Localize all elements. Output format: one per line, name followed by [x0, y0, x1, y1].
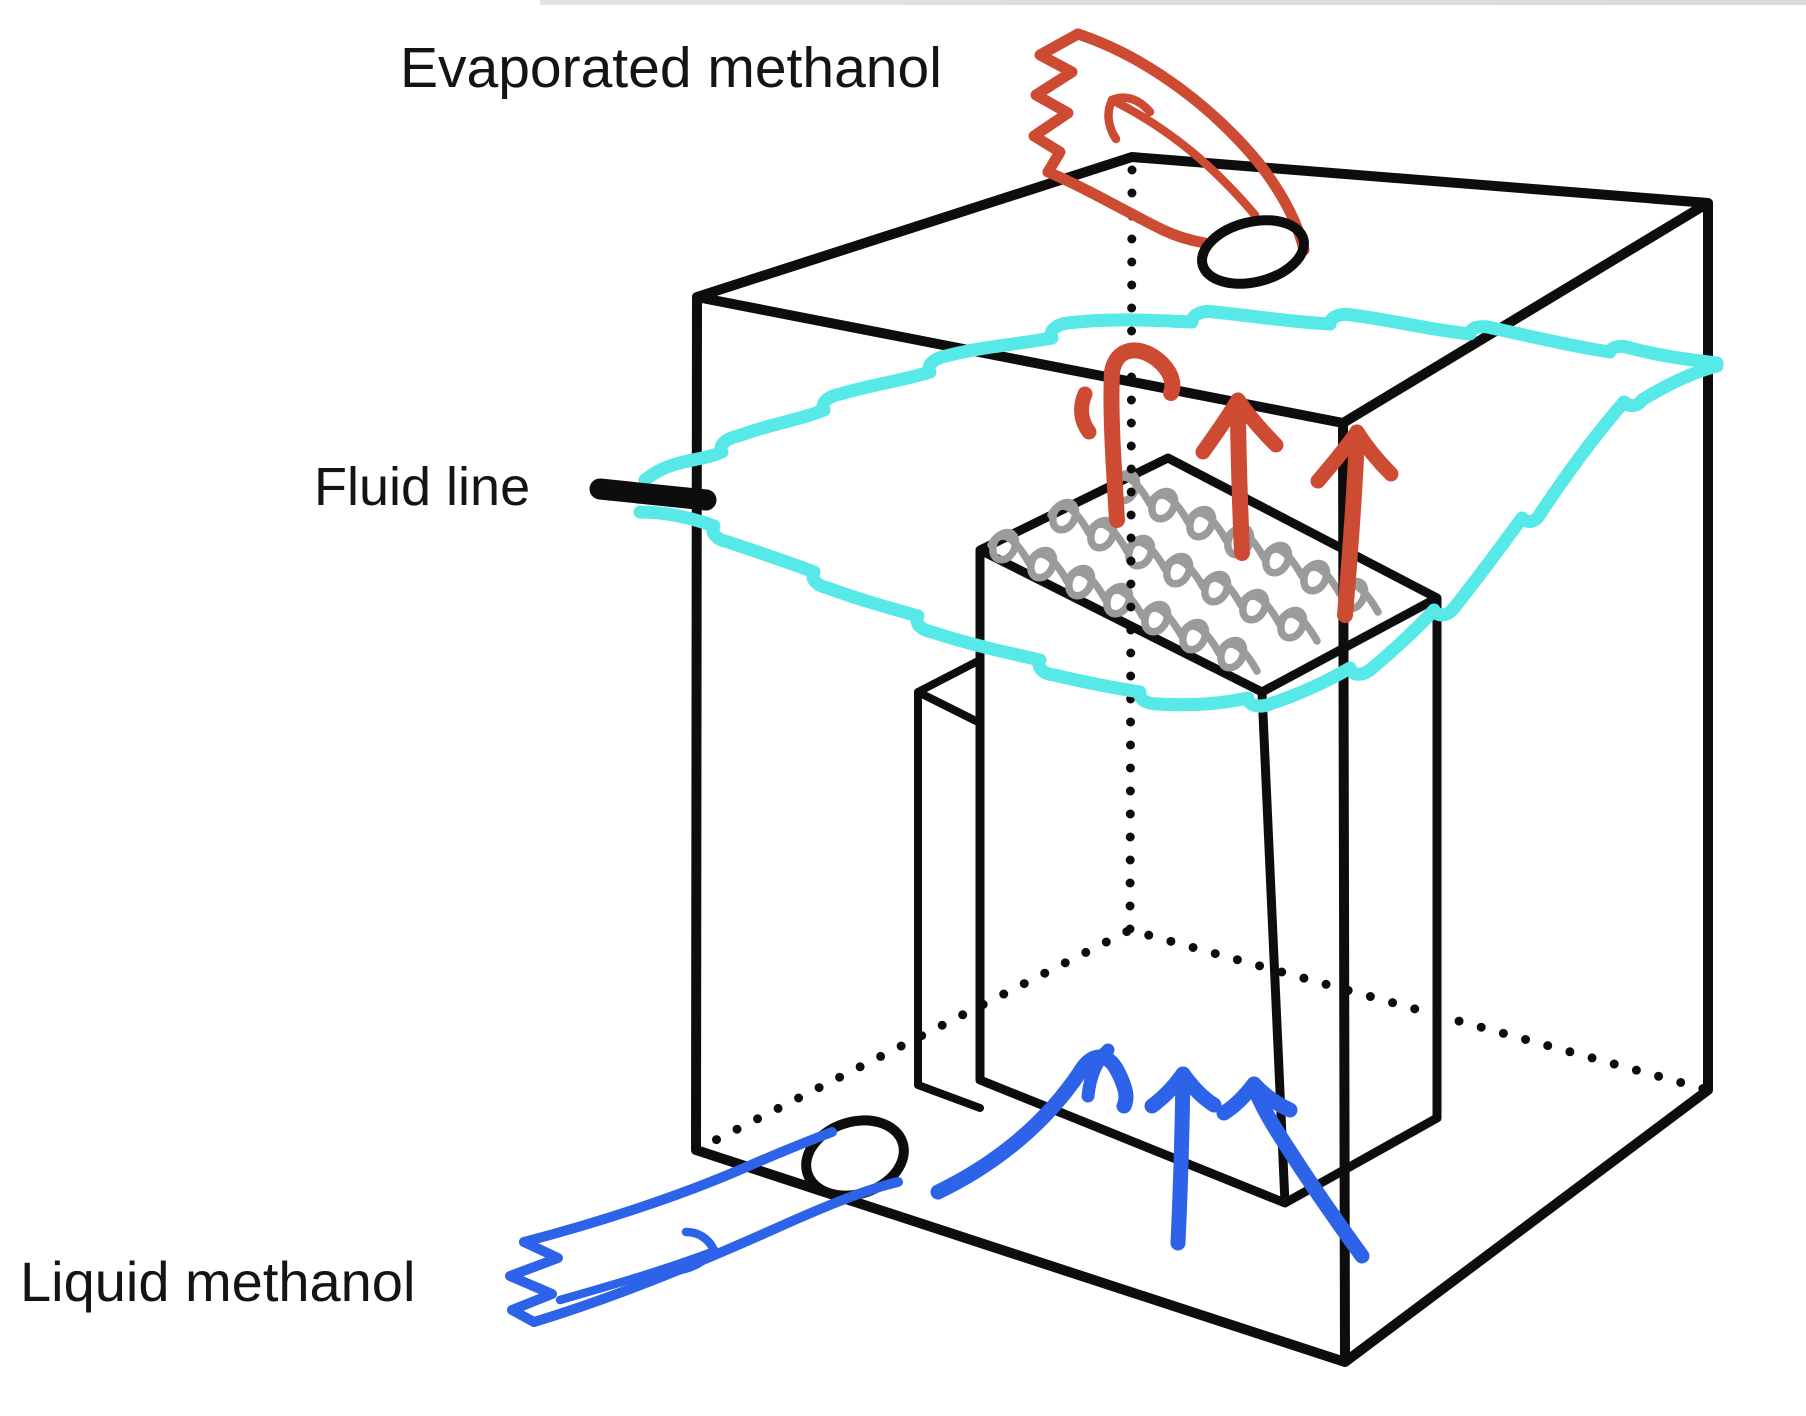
ribbon-inner-arrow-barb: [681, 1227, 719, 1255]
wick-hatching: [987, 469, 1382, 675]
liquid-arrow-barb: [1175, 1066, 1222, 1113]
liquid-flow-ribbon: [505, 1127, 903, 1327]
liquid-methanol-label: Liquid methanol: [20, 1250, 416, 1313]
vapor-arrow-shaft: [1337, 426, 1365, 623]
screenshot-edge-artifact: [540, 0, 1806, 5]
fluid-line-label: Fluid line: [314, 457, 531, 517]
ribbon-zigzag-tail: [505, 1237, 563, 1327]
ribbon-inner-arrow-barb: [1104, 95, 1121, 144]
tank-hidden-edges: [691, 165, 1713, 1155]
evaporated-methanol-label: Evaporated methanol: [400, 36, 942, 100]
liquid-arrow-barb: [1081, 1043, 1115, 1103]
fluid-line-lower-edge: [633, 359, 1724, 713]
ribbon-left-edge: [1042, 166, 1211, 249]
liquid-arrow-barb: [1246, 1076, 1298, 1118]
fluid-line-upper-edge: [638, 305, 1724, 487]
liquid-arrow-swoosh: [930, 1049, 1134, 1200]
evaporated-flow-ribbon: [1028, 28, 1310, 256]
support-plate: [914, 656, 984, 1112]
vapor-arrow-barb: [1074, 386, 1097, 440]
fluid-line-wave: [633, 305, 1724, 713]
vapor-arrow-shaft: [1103, 364, 1125, 528]
liquid-arrow-shaft: [1170, 1068, 1191, 1251]
ribbon-inner-arrow-shaft: [1107, 95, 1260, 220]
ribbon-lower-edge: [529, 1177, 903, 1327]
fluid-line-pointer: [589, 478, 717, 511]
ribbon-upper-edge: [519, 1127, 837, 1247]
support-plate-outline: [914, 656, 984, 1112]
vapor-arrow-shaft: [1230, 394, 1250, 561]
ribbon-inner-arrow-shaft: [555, 1247, 717, 1305]
vapor-outlet-hole: [1197, 215, 1309, 289]
ribbon-right-edge: [1072, 28, 1310, 256]
vapor-arrow-hook-barb: [1104, 342, 1181, 401]
evaporator-column: [975, 453, 1442, 1208]
vapor-arrows: [1074, 342, 1399, 623]
column-outline: [975, 453, 1442, 1208]
liquid-arrow-shaft: [1246, 1078, 1370, 1264]
hatch-scribble: [987, 528, 1261, 675]
vapor-arrow-barb: [1349, 424, 1399, 482]
liquid-rise-arrows: [930, 1043, 1370, 1264]
hatch-scribble: [1047, 498, 1321, 645]
vapor-arrow-barb: [1230, 392, 1284, 453]
ribbon-zigzag-tail: [1028, 28, 1084, 178]
